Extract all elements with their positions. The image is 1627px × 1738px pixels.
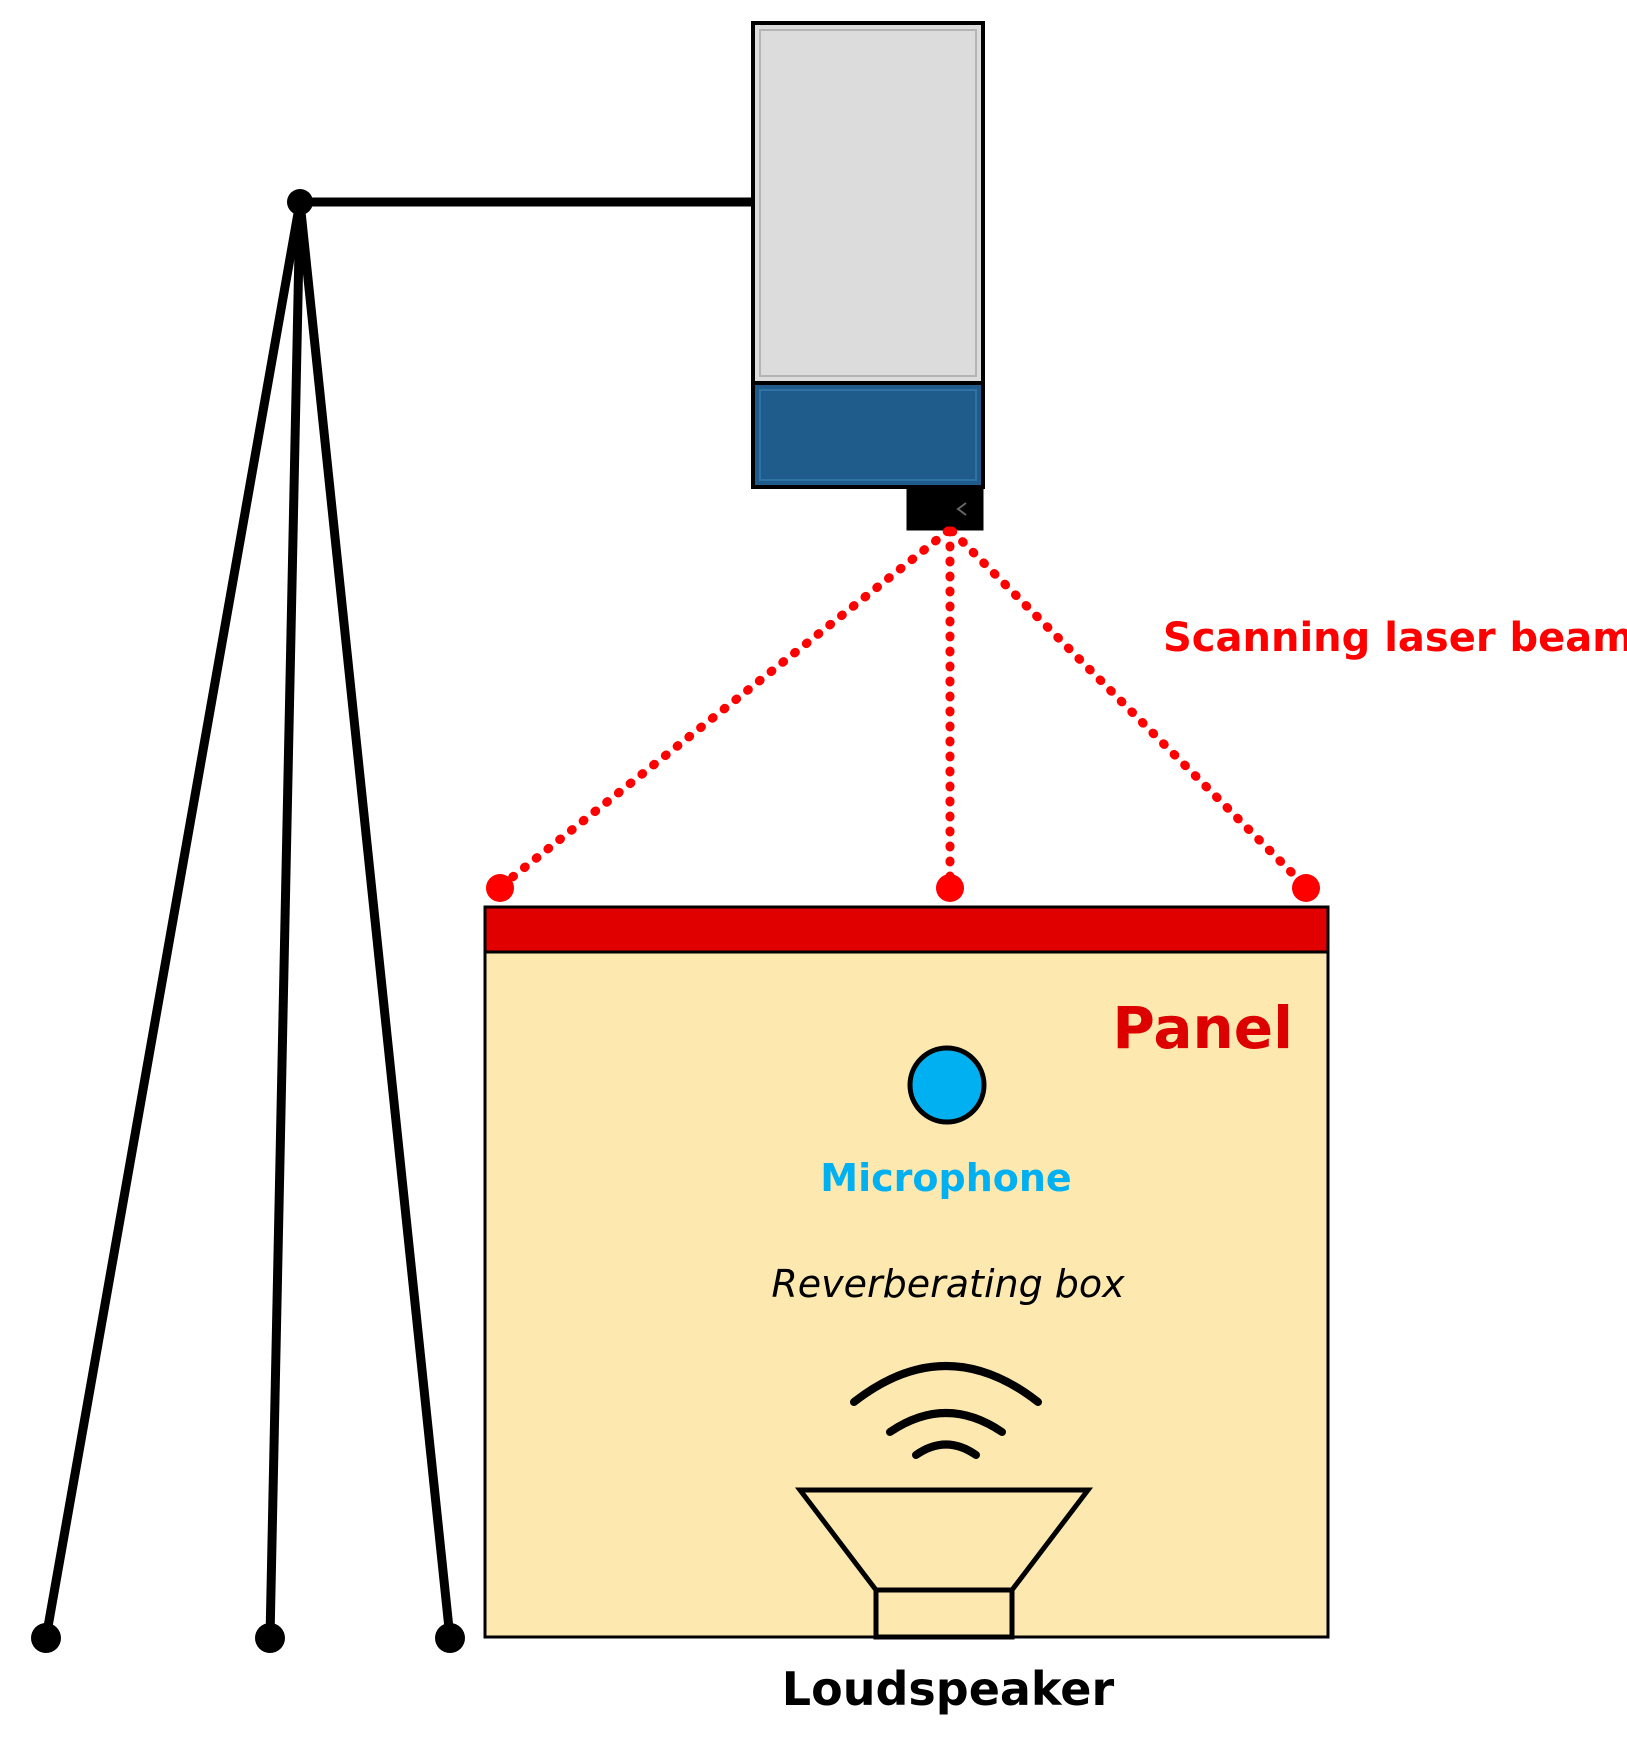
vibrometer-body — [751, 21, 985, 385]
loudspeaker-label: Loudspeaker — [782, 1662, 1115, 1716]
laser-beam-right — [947, 526, 1311, 892]
laser-spot-right — [1292, 874, 1320, 902]
tripod-leg-middle — [265, 197, 305, 1643]
microphone-icon — [907, 1045, 987, 1125]
laser-vibrometer — [751, 21, 985, 531]
tripod-foot-middle — [255, 1623, 285, 1653]
laser-beam-left — [495, 526, 953, 892]
panel-strip — [483, 905, 1330, 954]
tripod-head — [287, 189, 313, 215]
panel-label: Panel — [1112, 994, 1293, 1062]
box-label: Reverberating box — [771, 1262, 1125, 1306]
vibrometer-band-bevel — [759, 389, 977, 481]
tripod-leg-left — [41, 197, 305, 1643]
vibrometer-body-bevel — [759, 29, 977, 377]
vibrometer-lens — [906, 487, 984, 531]
sound-wave-middle — [886, 1409, 1006, 1436]
tripod — [41, 197, 765, 1643]
laser-spot-left — [486, 874, 514, 902]
laser-spot-center — [936, 874, 964, 902]
lens-icon — [956, 502, 967, 516]
sound-wave-inner — [912, 1440, 980, 1459]
loudspeaker-icon — [794, 1362, 1094, 1640]
tripod-leg-right — [295, 197, 455, 1643]
speaker-magnet — [873, 1587, 1015, 1640]
tripod-foot-right — [435, 1623, 465, 1653]
tripod-foot-left — [31, 1623, 61, 1653]
sound-wave-outer — [850, 1362, 1042, 1406]
laser-beams — [495, 526, 1311, 892]
microphone-label: Microphone — [820, 1156, 1071, 1200]
vibrometer-band — [751, 381, 985, 489]
laser-beam-label: Scanning laser beam — [1163, 615, 1627, 661]
